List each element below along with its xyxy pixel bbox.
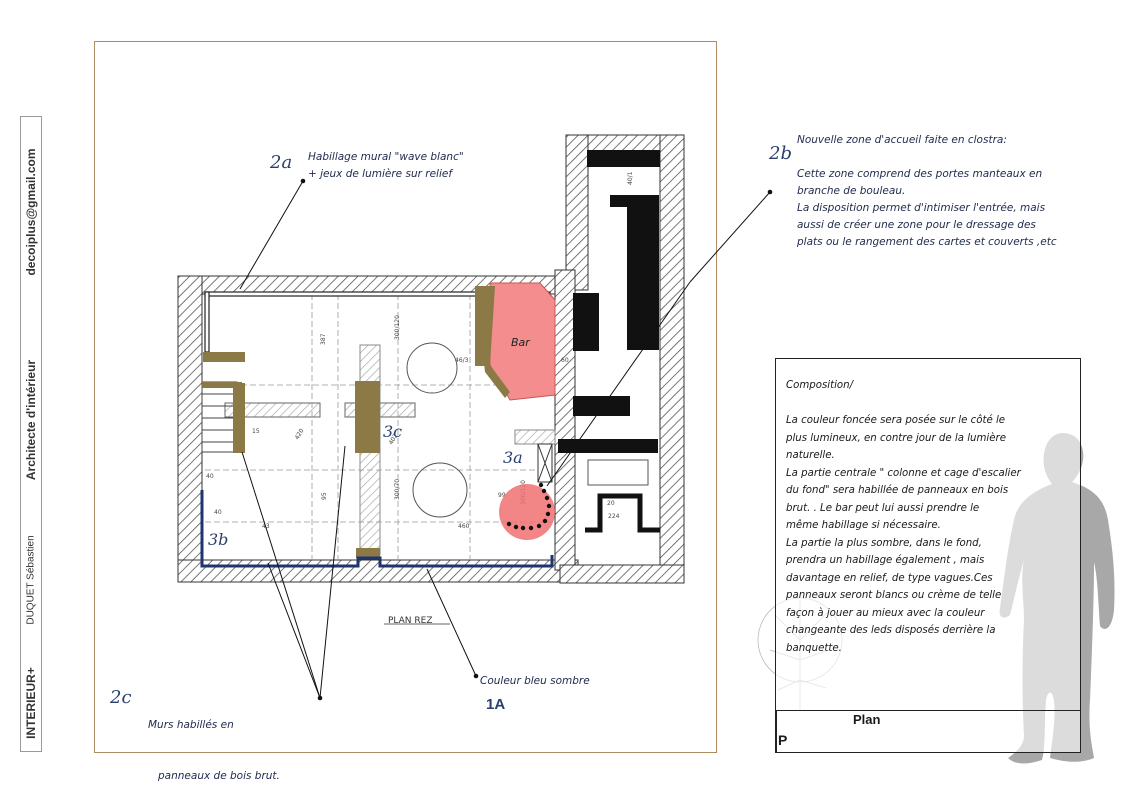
note-2b-line: plats ou le rangement des cartes et couv… [797,236,1057,248]
dimension-labels: 387 300/120 60 40 15 40 420 402 95 300/7… [206,171,634,530]
plan-floor-label: PLAN REZ [388,616,433,626]
dim-label: 40/1 [627,171,634,185]
dim-label: 15 [252,428,260,435]
composition-divider [776,710,777,753]
clostra-circle [499,484,555,540]
composition-body: La couleur foncée sera posée sur le côté… [786,415,1021,654]
note-2a-line: + jeux de lumière sur relief [308,168,453,180]
plan-title: Plan [853,712,881,727]
note-2b-line: Nouvelle zone d'accueil faite en clostra… [797,134,1007,146]
note-2b-line [797,149,1122,166]
ref-2b: 2b [769,143,792,164]
dim-label: 40 [206,473,214,480]
ref-3a: 3a [503,448,523,467]
plan-code: P [778,732,788,748]
dim-label: 300/120 [394,315,401,340]
ref-2c: 2c [110,687,132,708]
note-2b-line: aussi de créer une zone pour le dressage… [797,219,1036,231]
bar-label: Bar [511,336,531,349]
composition-title: Composition/ [786,380,854,391]
clostra-dots [506,482,552,531]
note-2c-line: Murs habillés en [148,719,234,731]
note-2b-line: Cette zone comprend des portes manteaux … [797,168,1043,180]
note-2a: Habillage mural "wave blanc" + jeux de l… [308,149,518,183]
note-2c-line: panneaux de bois brut. [148,770,280,782]
dim-label: 99 [498,492,506,499]
composition-text: Composition/ La couleur foncée sera posé… [786,377,1071,657]
ref-3b: 3b [208,530,229,549]
wood-panels [202,286,493,558]
note-2b-line: branche de bouleau. [797,185,906,197]
dim-label: 46/3 [455,357,469,364]
dim-label: 460 [458,523,470,530]
dim-label: 387 [320,333,327,345]
composition-blank [786,398,789,409]
bar-panel [475,286,510,398]
dim-label: 60 [561,357,569,364]
section-label: 1A [486,696,505,713]
dim-label: 300/70 [394,479,401,500]
composition-divider [776,710,1080,711]
dim-label: 224 [608,513,620,520]
clostra-blocks [558,150,660,453]
wave-wall-side [204,291,210,353]
dim-label: 40 [214,509,222,516]
leader-dots [300,178,773,701]
dark-blue-wall [200,490,554,568]
title-block: INTERIEUR+ DUQUET Sébastien Architecte d… [20,116,42,752]
leader-lines [239,180,771,699]
note-2b: Nouvelle zone d'accueil faite en clostra… [797,132,1122,251]
note-2b-line: La disposition permet d'intimiser l'entr… [797,202,1046,214]
wc-wall [585,493,660,533]
dim-label: 402 [388,432,400,446]
dim-label: 95 [321,492,328,500]
dim-label: 20 [607,500,615,507]
composition-panel: Composition/ La couleur foncée sera posé… [775,358,1081,753]
ref-3c: 3c [383,422,403,441]
note-2c: Murs habillés en panneaux de bois brut. [148,683,318,802]
dim-label: 420 [294,427,306,441]
ref-2a: 2a [270,152,293,173]
note-2a-line: Habillage mural "wave blanc" [308,151,464,163]
note-blue-wall: Couleur bleu sombre [480,675,590,687]
plan-fixtures [406,342,649,518]
